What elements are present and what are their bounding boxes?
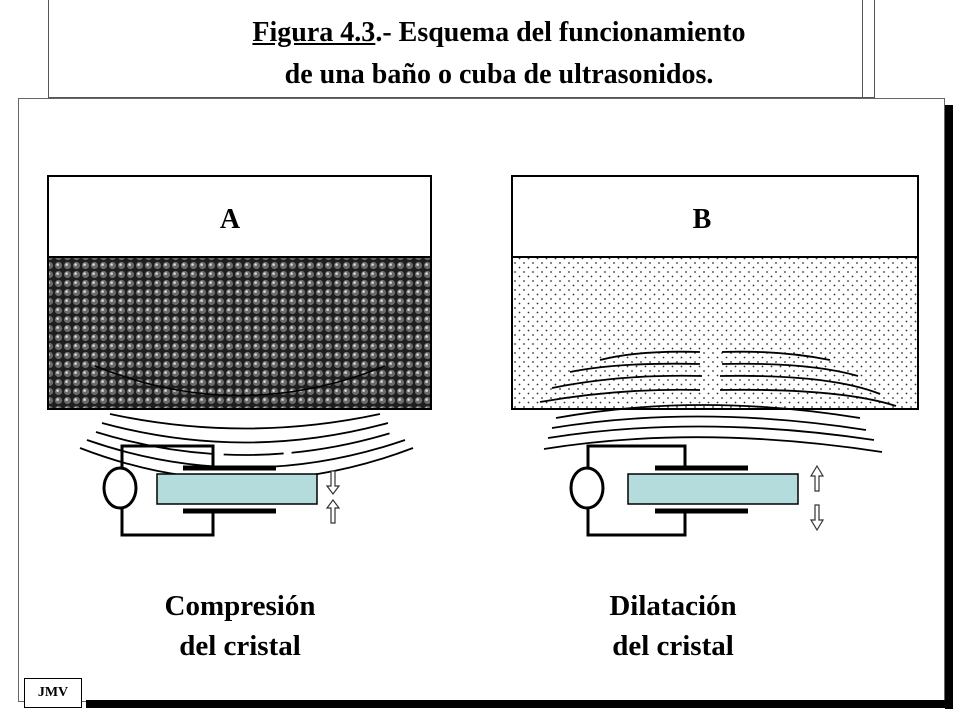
figure-label: Figura 4.3 bbox=[252, 17, 376, 48]
tank-b-label: B bbox=[693, 204, 712, 235]
compression-arrows-a bbox=[325, 470, 341, 524]
figure-title: Figura 4.3.- Esquema del funcionamiento … bbox=[199, 12, 799, 96]
ac-source-b bbox=[569, 466, 605, 510]
crystal-a bbox=[156, 473, 318, 505]
caption-a: Compresión del cristal bbox=[110, 586, 370, 666]
title-box: Figura 4.3.- Esquema del funcionamiento … bbox=[48, 0, 875, 98]
caption-b: Dilatación del cristal bbox=[543, 586, 803, 666]
author-badge: JMV bbox=[24, 678, 82, 708]
ac-source-a bbox=[102, 466, 138, 510]
title-divider bbox=[862, 0, 863, 98]
tank-a: A bbox=[47, 175, 432, 410]
expansion-arrows-b bbox=[809, 464, 825, 532]
transducer-a bbox=[102, 444, 341, 537]
caption-a-line1: Compresión bbox=[164, 590, 316, 622]
tank-a-label: A bbox=[220, 204, 241, 235]
frame-shadow-right bbox=[945, 105, 953, 709]
transducer-b bbox=[569, 444, 825, 537]
caption-a-line2: del cristal bbox=[179, 630, 301, 662]
figure-title-line1: .- Esquema del funcionamiento bbox=[375, 17, 746, 48]
caption-b-line2: del cristal bbox=[612, 630, 734, 662]
liquid-a bbox=[49, 257, 430, 408]
crystal-b bbox=[627, 473, 799, 505]
caption-b-line1: Dilatación bbox=[609, 590, 737, 622]
frame-shadow-bottom bbox=[86, 700, 953, 708]
liquid-b bbox=[513, 257, 917, 408]
sound-waves-b bbox=[543, 404, 883, 453]
tank-b: B bbox=[511, 175, 919, 410]
figure-title-line2: de una baño o cuba de ultrasonidos. bbox=[284, 59, 714, 90]
